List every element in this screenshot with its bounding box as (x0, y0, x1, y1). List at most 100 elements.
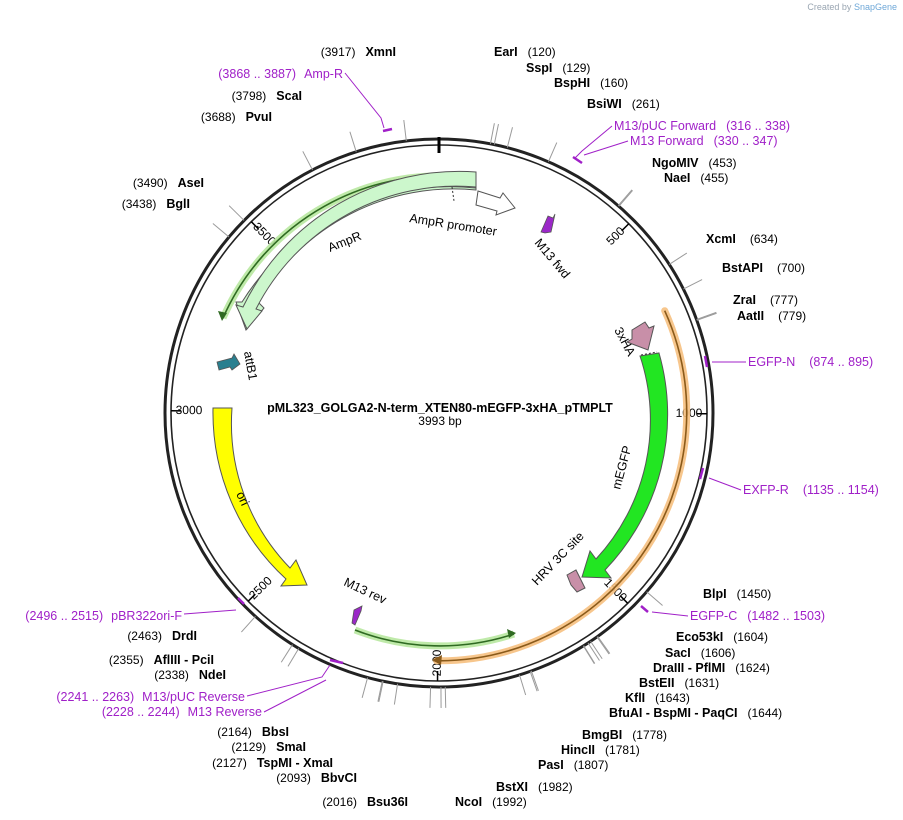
orf-arc-green-bottom-head (507, 629, 516, 638)
enzyme-leader (429, 686, 432, 708)
enzyme-label: (3688)PvuI (201, 110, 272, 124)
enzyme-label: BstXI(1982) (496, 780, 573, 794)
credit-brand: SnapGene (853, 2, 897, 12)
enzyme-label: (2016)Bsu36I (322, 795, 408, 809)
tick-line (247, 593, 256, 602)
enzyme-label: Eco53kI(1604) (676, 630, 768, 644)
enzyme-leader (683, 279, 703, 290)
enzyme-leader (361, 677, 369, 698)
enzyme-label: BspHI(160) (554, 76, 628, 90)
enzyme-label: (2164)BbsI (217, 725, 289, 739)
megfp-start-dashes (640, 351, 658, 356)
enzyme-leader (280, 644, 293, 663)
label-attb1: attB1 (241, 350, 260, 381)
primer-label: EGFP-C(1482 .. 1503) (690, 609, 825, 623)
enzyme-label: AatII(779) (737, 309, 806, 323)
enzyme-label: NcoI(1992) (455, 795, 527, 809)
enzyme-leader (349, 131, 357, 152)
feature-ampr-body (235, 170, 477, 330)
enzyme-leader (646, 591, 663, 606)
feature-m13-fwd-arrow (540, 213, 556, 234)
enzyme-leader (596, 636, 610, 655)
enzyme-label: SacI(1606) (665, 646, 735, 660)
enzyme-leader (530, 670, 539, 691)
primer-label: EGFP-N(874 .. 895) (748, 355, 873, 369)
enzyme-leader (696, 311, 717, 320)
tick-line (250, 221, 259, 230)
enzyme-leader (519, 674, 527, 696)
enzyme-leader (393, 683, 399, 705)
tick-line (620, 595, 629, 604)
enzyme-label: NgoMIV(453) (652, 156, 737, 170)
enzyme-leader (506, 127, 513, 148)
orf-arc-green-bottom-core (354, 629, 515, 647)
enzyme-leader (287, 648, 300, 667)
feature-ori-arrow (212, 407, 308, 587)
enzyme-leader (597, 636, 611, 654)
orf-arc-green-top-head (218, 311, 227, 321)
enzyme-label: BlpI(1450) (703, 587, 771, 601)
enzyme-leader (587, 642, 600, 661)
enzyme-leader (668, 252, 688, 265)
enzyme-leader (493, 123, 499, 145)
enzyme-labels: (3917)XmnI EarI(120) SspI(129) BspHI(160… (109, 45, 806, 809)
primer-labels: (3868 .. 3887)Amp-R M13/pUC Forward(316 … (25, 67, 879, 719)
enzyme-leader (582, 645, 595, 665)
enzyme-leader (302, 151, 313, 171)
primer-label: M13 Forward(330 .. 347) (630, 134, 778, 148)
enzyme-label: KflI(1643) (625, 691, 690, 705)
label-ampr: AmpR (326, 229, 363, 255)
enzyme-label: EarI(120) (494, 45, 556, 59)
label-ori: ori (233, 489, 252, 508)
enzyme-label: (3438)BglI (122, 197, 190, 211)
orf-arc-orange-core (436, 310, 688, 662)
enzyme-leaders (212, 120, 717, 708)
enzyme-label: (2093)BbvCI (276, 771, 357, 785)
enzyme-leader (489, 123, 495, 144)
enzyme-label: SspI(129) (526, 61, 590, 75)
snapgene-credit: Created by SnapGene (807, 2, 897, 12)
feature-hrv3c-arrow (566, 569, 586, 593)
feature-3xha-arrow (625, 321, 655, 351)
label-m13-fwd: M13 fwd (532, 236, 573, 281)
enzyme-leader (529, 671, 538, 692)
enzyme-leader (378, 681, 384, 702)
label-ampr-promoter: AmpR promoter (409, 211, 498, 239)
tick-label: 3000 (176, 403, 203, 417)
enzyme-label: BmgBI(1778) (582, 728, 667, 742)
label-megfp: mEGFP (609, 444, 634, 491)
credit-prefix: Created by (807, 2, 852, 12)
label-m13-rev: M13 rev (342, 575, 390, 607)
enzyme-leader (617, 189, 633, 207)
plasmid-name: pML323_GOLGA2-N-term_XTEN80-mEGFP-3xHA_p… (267, 401, 613, 415)
enzyme-label: BstEII(1631) (639, 676, 719, 690)
enzyme-label: PasI(1807) (538, 758, 608, 772)
enzyme-label: BstAPI(700) (722, 261, 805, 275)
tick-label: 500 (603, 224, 627, 248)
enzyme-label: ZraI(777) (733, 293, 798, 307)
primer-label: (3868 .. 3887)Amp-R (218, 67, 343, 81)
enzyme-label: XcmI(634) (706, 232, 778, 246)
enzyme-label: (2127)TspMI - XmaI (212, 756, 333, 770)
enzyme-leader (228, 205, 245, 221)
enzyme-leader (403, 120, 407, 142)
enzyme-label: (3798)ScaI (232, 89, 302, 103)
tick-line (621, 223, 630, 232)
enzyme-leader (377, 680, 383, 702)
plasmid-size: 3993 bp (418, 414, 462, 428)
primer-label: (2496 .. 2515)pBR322ori-F (25, 609, 182, 623)
feature-m13-rev-arrow (351, 605, 363, 626)
orf-arc-orange-head (432, 655, 442, 665)
enzyme-leader (590, 640, 603, 660)
enzyme-label: (3917)XmnI (321, 45, 396, 59)
primer-label: EXFP-R(1135 .. 1154) (743, 483, 879, 497)
enzyme-leader (618, 190, 633, 207)
enzyme-label: (2338)NdeI (154, 668, 226, 682)
primer-leaders (183, 72, 746, 713)
enzyme-label: (3490)AseI (133, 176, 204, 190)
feature-ampr-promoter-arrow (475, 190, 516, 216)
primer-label: (2241 .. 2263)M13/pUC Reverse (56, 690, 245, 704)
enzyme-label: BsiWI(261) (587, 97, 660, 111)
enzyme-label: NaeI(455) (664, 171, 728, 185)
primer-label: M13/pUC Forward(316 .. 338) (614, 119, 790, 133)
